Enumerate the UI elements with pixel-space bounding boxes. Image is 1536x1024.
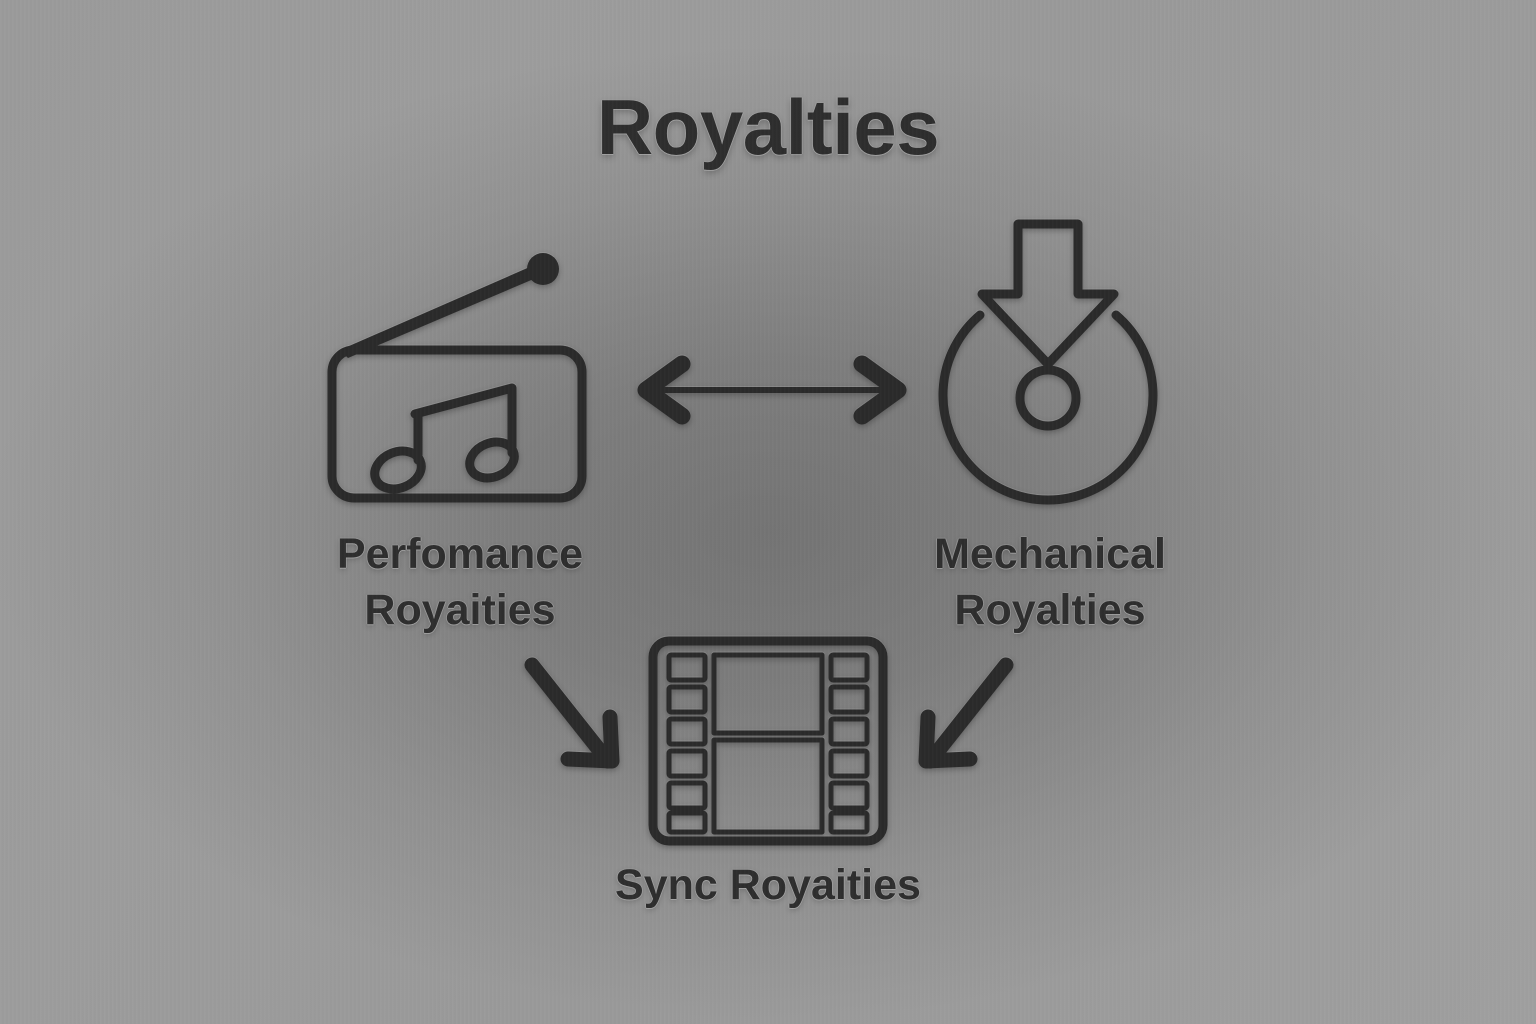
disc-download-icon	[918, 212, 1178, 508]
film-strip-border	[648, 636, 888, 846]
film-strip-icon	[648, 636, 888, 846]
arrow-down-right-icon	[520, 655, 630, 780]
film-frame-top	[711, 652, 825, 736]
arrow-shaft	[524, 657, 616, 769]
radio-antenna-rod	[340, 266, 536, 358]
arrow-down-left-icon	[908, 655, 1018, 780]
arrow-shaft	[922, 657, 1014, 769]
node-label-sync: Sync Royaities	[615, 861, 921, 909]
node-label-mechanical: Mechanical Royalties	[934, 530, 1166, 634]
radio-body	[327, 345, 587, 503]
film-sprockets-right	[828, 652, 870, 835]
radio-icon	[322, 238, 602, 508]
radio-antenna-knob	[527, 253, 559, 285]
page-title: Royalties	[596, 83, 940, 171]
arrow-head	[918, 709, 978, 769]
arrow-head-right	[853, 355, 907, 425]
arrow-head	[560, 709, 620, 769]
arrow-head-left	[637, 355, 691, 425]
film-sprockets-left	[666, 652, 708, 835]
film-frame-bottom	[711, 737, 825, 835]
disc-center-hole	[1015, 365, 1081, 431]
double-arrow-horizontal-icon	[632, 355, 912, 425]
music-note	[370, 383, 519, 494]
download-arrow	[977, 219, 1119, 369]
node-label-performance: Perfomance Royaities	[336, 530, 584, 634]
disc-outline	[938, 310, 1158, 505]
